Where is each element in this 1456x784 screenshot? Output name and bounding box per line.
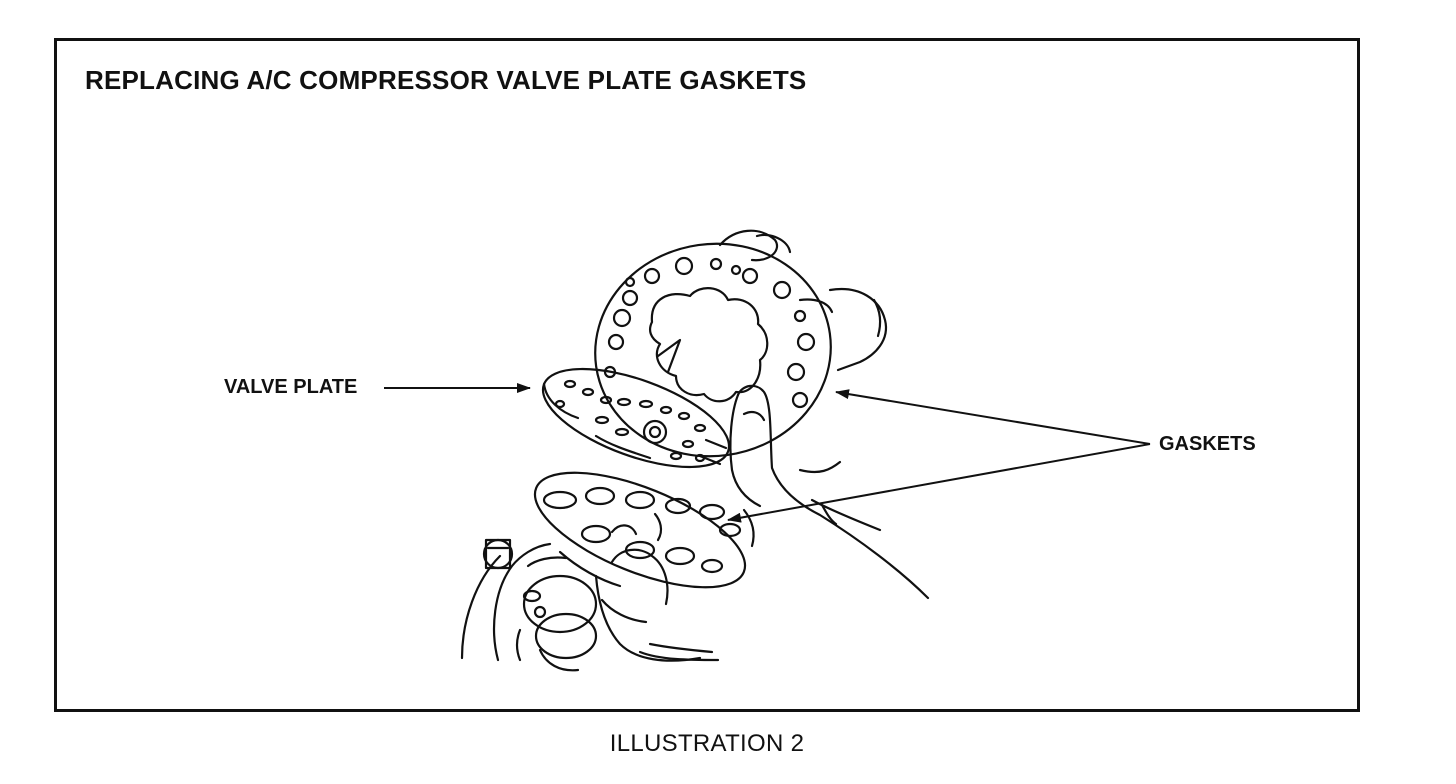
upper-gasket: [594, 242, 832, 458]
gaskets-label: GASKETS: [1159, 433, 1256, 455]
lower-hand: [594, 508, 755, 662]
gasket-arrow-upper: [835, 389, 1151, 445]
lower-gasket: [533, 471, 747, 589]
illustration-caption: ILLUSTRATION 2: [609, 730, 805, 757]
valve-plate: [541, 367, 731, 469]
gasket-arrow-lower: [727, 443, 1151, 523]
valve-plate-label: VALVE PLATE: [224, 376, 358, 398]
illustration-frame: REPLACING A/C COMPRESSOR VALVE PLATE GAS…: [54, 38, 1360, 712]
illustration-title: REPLACING A/C COMPRESSOR VALVE PLATE GAS…: [85, 65, 807, 95]
right-hand: [729, 384, 930, 600]
compressor-body: [460, 538, 598, 672]
